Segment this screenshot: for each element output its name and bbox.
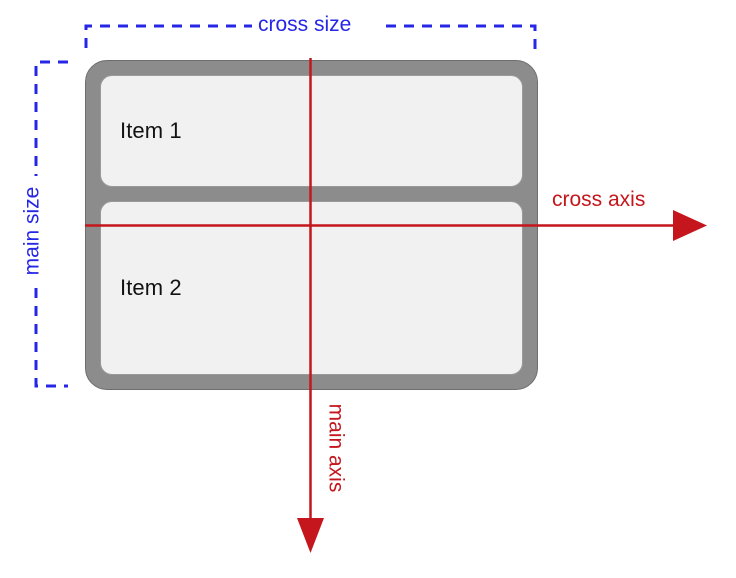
main-size-label: main size (20, 186, 44, 276)
main-axis-arrow (297, 58, 324, 553)
main-size-bracket-bottom (34, 288, 68, 388)
cross-axis-arrowhead (673, 210, 707, 241)
cross-size-label: cross size (258, 13, 352, 36)
main-axis-arrowhead (297, 518, 324, 553)
cross-axis-label: cross axis (552, 188, 646, 211)
cross-size-bracket (84, 24, 537, 49)
main-size-bracket (34, 60, 68, 388)
main-axis-label: main axis (324, 403, 348, 493)
cross-size-bracket-left (84, 24, 252, 48)
flex-item-2-label: Item 2 (120, 275, 182, 300)
flex-item-1-label: Item 1 (120, 118, 182, 143)
cross-axis-arrow (85, 210, 707, 241)
main-size-bracket-top (34, 60, 68, 176)
cross-size-bracket-right (386, 24, 537, 49)
